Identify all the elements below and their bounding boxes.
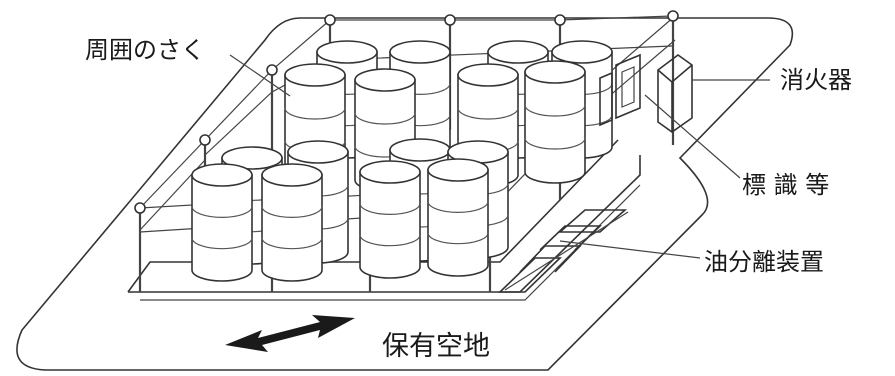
sign-boards <box>599 53 641 127</box>
label-oil-separator: 油分離装置 <box>704 248 824 276</box>
floor-gutter <box>140 184 641 301</box>
oil-separator <box>498 209 629 293</box>
drum <box>191 163 253 282</box>
drum <box>524 60 586 184</box>
leader-lines <box>229 54 770 259</box>
drum <box>261 163 323 282</box>
label-fence: 周囲のさく <box>85 36 205 64</box>
drum <box>359 160 421 279</box>
open-space-arrow <box>225 315 355 352</box>
open-space-outline <box>16 17 794 371</box>
drum <box>427 158 489 277</box>
label-signs: 標 識 等 <box>742 171 829 199</box>
fire-extinguisher-box <box>657 54 693 133</box>
drums <box>191 40 613 282</box>
floor-slab <box>128 155 641 293</box>
label-open-space: 保有空地 <box>382 331 490 362</box>
label-extinguisher: 消火器 <box>780 66 852 94</box>
